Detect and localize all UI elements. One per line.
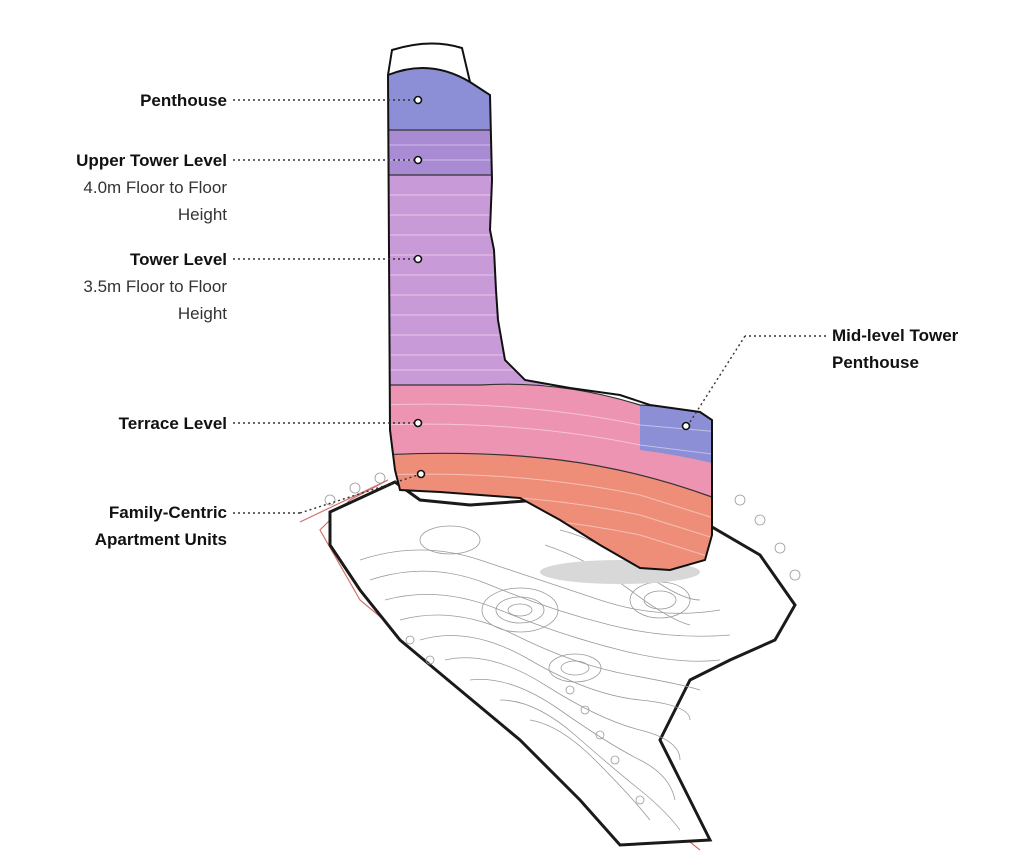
label-family-title-1: Family-Centric [108,503,227,522]
site-trees [324,472,801,805]
label-upper-tower-desc-2: Height [177,205,227,224]
marker-mid-penthouse [681,421,691,431]
label-upper-tower: Upper Tower Level 4.0m Floor to Floor He… [76,147,227,228]
label-tower-title: Tower Level [130,250,227,269]
marker-tower [413,254,423,264]
site-plan [299,472,801,851]
label-mid-penthouse-title-1: Mid-level Tower [832,326,959,345]
building-massing [386,42,713,572]
band-terrace [388,384,712,500]
markers [413,95,691,479]
label-mid-penthouse-title-2: Penthouse [832,353,919,372]
roof-outline [387,42,471,83]
marker-family [416,469,426,479]
marker-penthouse [413,95,423,105]
label-family: Family-Centric Apartment Units [95,499,227,553]
marker-terrace [413,418,423,428]
band-penthouse [388,67,712,130]
label-upper-tower-title: Upper Tower Level [76,151,227,170]
label-penthouse-title: Penthouse [140,91,227,110]
label-terrace-title: Terrace Level [118,414,227,433]
band-upper-tower [388,130,712,175]
building-outline [386,66,713,572]
label-upper-tower-desc-1: 4.0m Floor to Floor [83,178,227,197]
marker-upper-tower [413,155,423,165]
label-terrace: Terrace Level [119,410,227,437]
label-penthouse: Penthouse [140,87,227,114]
terrain-contours [359,525,731,831]
site-outline [328,480,797,847]
band-tower [388,175,712,385]
label-tower-desc-2: Height [177,304,227,323]
label-tower-desc-1: 3.5m Floor to Floor [83,277,227,296]
leaders [233,99,826,514]
label-family-title-2: Apartment Units [94,530,227,549]
label-tower: Tower Level 3.5m Floor to Floor Height [83,246,227,327]
label-mid-penthouse: Mid-level Tower Penthouse [832,322,958,376]
band-mid-level-penthouse [640,405,712,465]
